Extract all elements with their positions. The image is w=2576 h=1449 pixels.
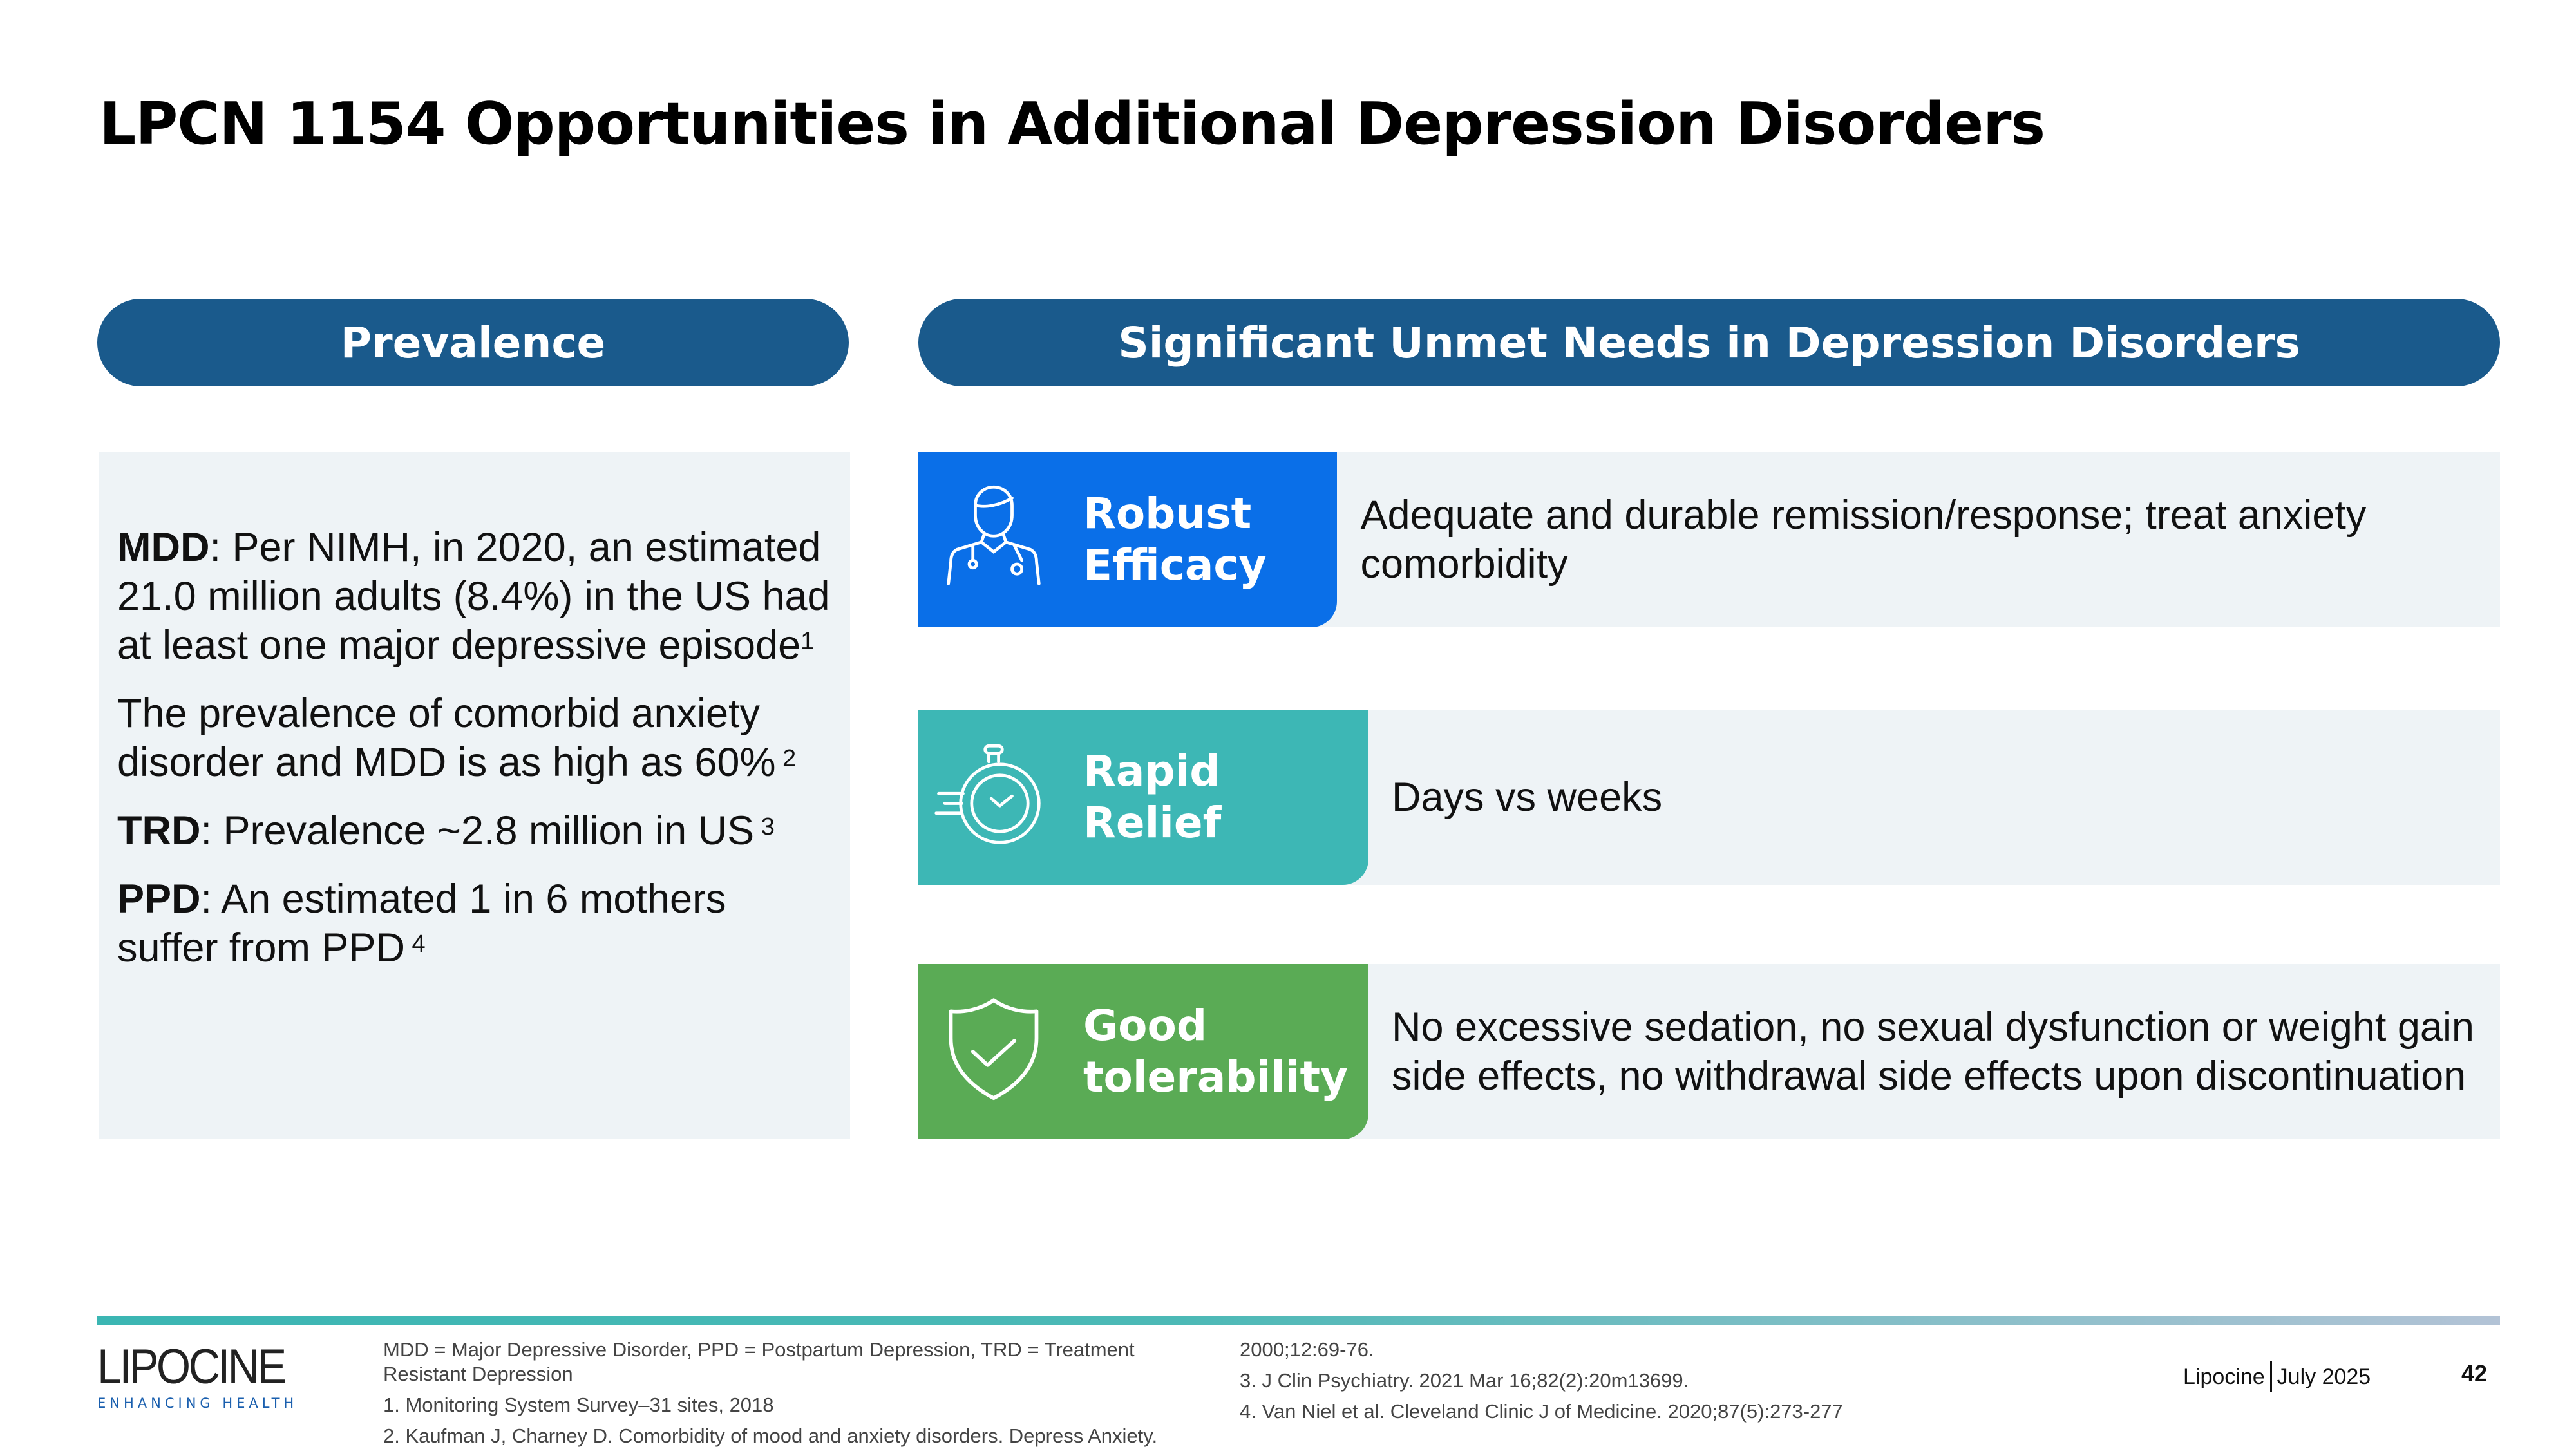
need-label: Robust Efficacy <box>1083 489 1267 590</box>
page-number: 42 <box>2461 1360 2488 1387</box>
need-row-relief: Rapid Relief Days vs weeks <box>918 710 2500 885</box>
footnotes-col1: MDD = Major Depressive Disorder, PPD = P… <box>383 1338 1220 1448</box>
prevalence-box: MDD: Per NIMH, in 2020, an estimated 21.… <box>99 452 850 1139</box>
slide-title: LPCN 1154 Opportunities in Additional De… <box>99 90 2045 158</box>
footnote: 4. Van Niel et al. Cleveland Clinic J of… <box>1240 1400 1843 1423</box>
prevalence-header: Prevalence <box>97 299 849 386</box>
company-name: Lipocine <box>2183 1364 2265 1389</box>
footnote: 2000;12:69-76. <box>1240 1338 1374 1361</box>
need-label: Rapid Relief <box>1083 746 1222 848</box>
reference: 3 <box>754 813 775 840</box>
need-description: Adequate and durable remission/response;… <box>1360 493 2367 587</box>
term: MDD <box>117 525 210 570</box>
doctor-icon <box>947 485 1041 585</box>
need-tag: Rapid Relief <box>918 710 1368 885</box>
need-tag: Robust Efficacy <box>918 452 1338 627</box>
footnote: 2. Kaufman J, Charney D. Comorbidity of … <box>383 1425 1158 1447</box>
footer-bar <box>97 1316 2500 1325</box>
prevalence-item: TRD: Prevalence ~2.8 million in US 3 <box>117 806 832 855</box>
prevalence-item: PPD: An estimated 1 in 6 mothers suffer … <box>117 875 832 972</box>
item-text: : Prevalence ~2.8 million in US <box>200 808 755 853</box>
stopwatch-icon <box>934 744 1041 844</box>
unmet-needs-header: Significant Unmet Needs in Depression Di… <box>918 299 2500 386</box>
reference: 2 <box>775 745 797 772</box>
need-row-tolerability: Good tolerability No excessive sedation,… <box>918 964 2500 1139</box>
item-text: : Per NIMH, in 2020, an estimated 21.0 m… <box>117 525 830 668</box>
footnote: MDD = Major Depressive Disorder, PPD = P… <box>383 1338 1135 1385</box>
need-description: Days vs weeks <box>1392 775 1663 820</box>
need-row-efficacy: Robust Efficacy Adequate and durable rem… <box>918 452 2500 627</box>
item-text: The prevalence of comorbid anxiety disor… <box>117 691 776 785</box>
logo-text: LIPOCINE <box>97 1340 287 1394</box>
lipocine-logo: LIPOCINE ENHANCING HEALTH <box>97 1340 305 1412</box>
footnote: 1. Monitoring System Survey–31 sites, 20… <box>383 1394 774 1416</box>
footnotes-col2: 2000;12:69-76. 3. J Clin Psychiatry. 202… <box>1240 1338 1843 1424</box>
prevalence-item: The prevalence of comorbid anxiety disor… <box>117 689 832 787</box>
prevalence-item: MDD: Per NIMH, in 2020, an estimated 21.… <box>117 523 832 670</box>
need-description: No excessive sedation, no sexual dysfunc… <box>1392 1005 2474 1099</box>
footer-meta: Lipocine July 2025 <box>2183 1361 2371 1392</box>
divider <box>2269 1361 2272 1392</box>
shield-check-icon <box>949 998 1039 1101</box>
date: July 2025 <box>2277 1364 2371 1389</box>
reference: 1 <box>800 628 815 655</box>
term: PPD <box>117 876 201 922</box>
item-text: : An estimated 1 in 6 mothers suffer fro… <box>117 876 726 971</box>
need-label: Good tolerability <box>1083 1001 1349 1102</box>
term: TRD <box>117 808 201 853</box>
need-tag: Good tolerability <box>918 964 1368 1139</box>
footnote: 3. J Clin Psychiatry. 2021 Mar 16;82(2):… <box>1240 1369 1689 1392</box>
reference: 4 <box>404 931 426 958</box>
logo-tagline: ENHANCING HEALTH <box>97 1396 298 1411</box>
